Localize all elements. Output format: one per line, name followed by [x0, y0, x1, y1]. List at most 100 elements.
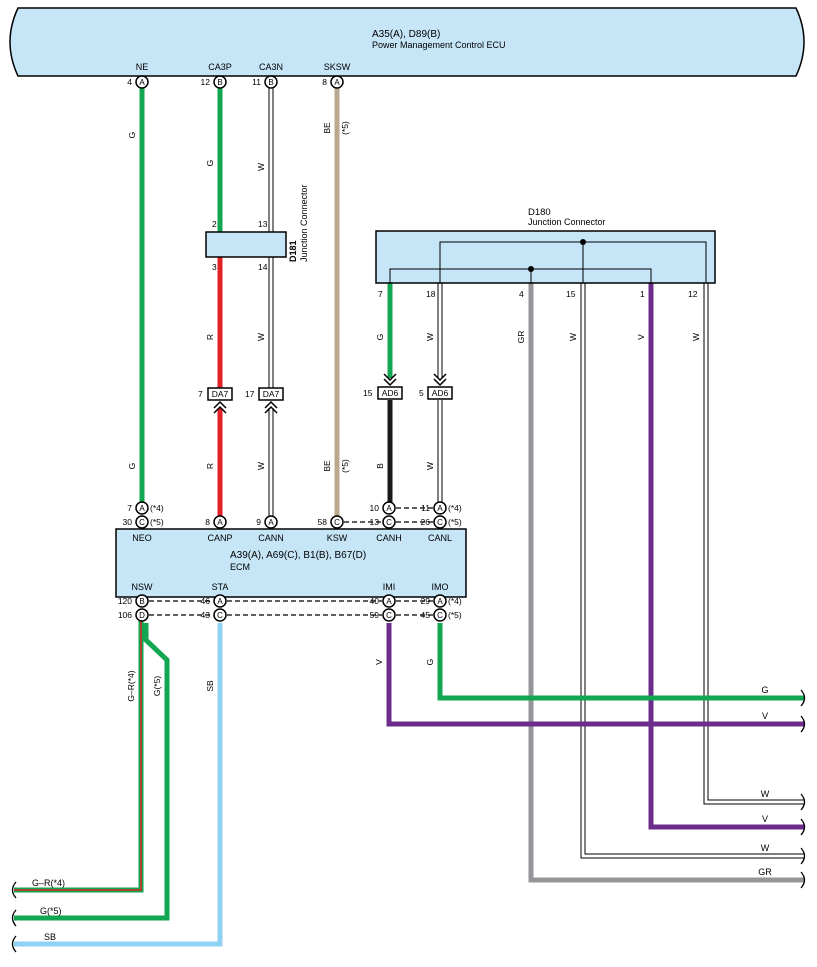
left-break-marks: [11, 881, 17, 953]
pin-ecm-46: A 46: [201, 594, 227, 608]
svg-text:106: 106: [118, 610, 132, 620]
pin-ecm-29: A 29 (*4): [421, 594, 462, 608]
ecm-signal-imo: IMO: [432, 582, 449, 592]
d180-junction-box: [375, 230, 716, 284]
svg-text:W: W: [256, 163, 266, 171]
d180-name: Junction Connector: [528, 217, 606, 227]
svg-text:G: G: [425, 659, 435, 666]
svg-text:G: G: [127, 132, 137, 139]
svg-text:29: 29: [421, 596, 431, 606]
inline-connector-da7-17: DA7 17: [245, 387, 284, 414]
d180-splice-upper: [580, 239, 586, 245]
ecu-top-title: A35(A), D89(B): [372, 29, 440, 40]
svg-text:(*5): (*5): [340, 459, 350, 473]
d180-pin-15: 15: [566, 289, 576, 299]
top-signal-ca3n: CA3N: [259, 62, 283, 72]
svg-text:58: 58: [318, 517, 328, 527]
svg-text:R: R: [205, 334, 215, 340]
svg-text:A: A: [217, 518, 223, 527]
svg-text:8: 8: [205, 517, 210, 527]
svg-text:9: 9: [256, 517, 261, 527]
pin-ecm-58: C 58: [318, 515, 344, 529]
svg-text:(*5): (*5): [150, 517, 164, 527]
svg-text:G: G: [375, 334, 385, 341]
svg-text:59: 59: [370, 610, 380, 620]
svg-text:W: W: [568, 333, 578, 341]
d180-pin-1: 1: [640, 289, 645, 299]
d181-pin-14: 14: [258, 262, 268, 272]
power-management-ecu-box: [9, 7, 805, 77]
svg-text:46: 46: [201, 596, 211, 606]
d181-id: D181: [288, 240, 298, 262]
d181-name: Junction Connector: [299, 184, 309, 262]
pin-ecm-43: C 43: [201, 608, 227, 622]
svg-text:15: 15: [363, 388, 373, 398]
svg-text:7: 7: [198, 389, 203, 399]
ecm-signal-canl: CANL: [428, 533, 452, 543]
svg-text:G: G: [205, 160, 215, 167]
svg-text:(*5): (*5): [340, 121, 350, 135]
svg-text:DA7: DA7: [212, 389, 229, 399]
ecm-box: [115, 528, 467, 598]
pin-ecm-30: C 30 (*5): [123, 515, 164, 529]
right-break-marks: [800, 689, 806, 889]
exit-label-right-w2: W: [761, 843, 770, 853]
svg-text:R: R: [205, 463, 215, 469]
svg-text:26: 26: [421, 517, 431, 527]
exit-label-left-g: G(*5): [40, 906, 62, 916]
ecm-signal-neo: NEO: [132, 533, 152, 543]
svg-text:SB: SB: [205, 680, 215, 692]
svg-text:8: 8: [322, 77, 327, 87]
pin-dashed-links: [149, 507, 433, 616]
svg-text:B: B: [375, 463, 385, 469]
svg-text:W: W: [425, 333, 435, 341]
svg-text:B: B: [268, 78, 273, 87]
svg-text:7: 7: [127, 503, 132, 513]
svg-text:(*5): (*5): [448, 610, 462, 620]
ecm-signal-ksw: KSW: [327, 533, 348, 543]
svg-text:A: A: [386, 504, 392, 513]
svg-text:(*4): (*4): [448, 596, 462, 606]
svg-text:G(*5): G(*5): [152, 676, 162, 696]
d180-pin-4: 4: [519, 289, 524, 299]
svg-text:A: A: [139, 78, 145, 87]
wire-d180-4-gray: [528, 283, 805, 883]
svg-text:DA7: DA7: [263, 389, 280, 399]
ecu-top-subtitle: Power Management Control ECU: [372, 40, 506, 50]
svg-text:V: V: [374, 659, 384, 665]
svg-text:A: A: [217, 597, 223, 606]
wire-imo-green: [437, 623, 805, 701]
exit-label-right-v2: V: [762, 814, 768, 824]
svg-text:11: 11: [252, 77, 261, 87]
svg-text:A: A: [386, 597, 392, 606]
exit-label-right-w1: W: [761, 789, 770, 799]
d180-pin-7: 7: [378, 289, 383, 299]
svg-text:11: 11: [421, 503, 430, 513]
d180-pin-18: 18: [426, 289, 436, 299]
pin-ecm-26: C 26 (*5): [421, 515, 462, 529]
d181-pin-13: 13: [258, 219, 268, 229]
svg-text:BE: BE: [322, 122, 332, 134]
svg-text:C: C: [386, 518, 392, 527]
svg-text:A: A: [437, 504, 443, 513]
pin-ca3p: B 12: [201, 75, 227, 89]
svg-text:W: W: [256, 462, 266, 470]
svg-text:C: C: [334, 518, 340, 527]
pin-ecm-40: A 40: [370, 594, 396, 608]
pin-ecm-120: B 120: [118, 594, 149, 608]
d180-id: D180: [528, 207, 551, 218]
exit-label-left-sb: SB: [44, 932, 56, 942]
svg-text:30: 30: [123, 517, 133, 527]
ecm-subtitle: ECM: [230, 562, 250, 572]
pin-ecm-106: D 106: [118, 608, 149, 622]
wire-sta-skyblue: [14, 623, 223, 947]
ecm-signal-canh: CANH: [376, 533, 402, 543]
pin-ecm-9: A 9: [256, 515, 278, 529]
pin-ecm-7: A 7 (*4): [127, 501, 164, 515]
top-signal-ne: NE: [136, 62, 149, 72]
svg-text:A: A: [139, 504, 145, 513]
pin-ecm-59: C 59: [370, 608, 396, 622]
svg-text:(*4): (*4): [448, 503, 462, 513]
exit-label-left-gr: G–R(*4): [32, 878, 65, 888]
